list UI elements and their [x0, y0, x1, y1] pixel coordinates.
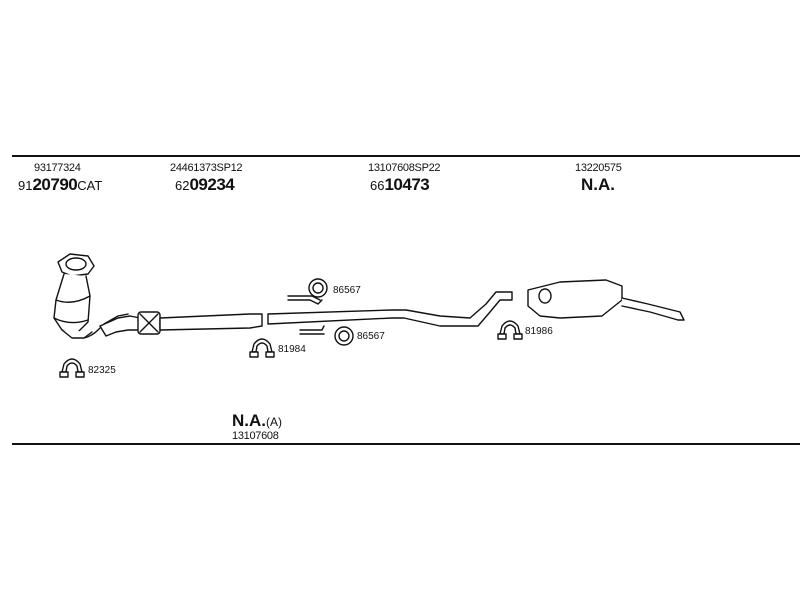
bottom-part-ref: 13107608 — [232, 430, 279, 442]
bottom-divider — [12, 443, 800, 445]
part-number-middle-pipe: 6610473 — [370, 175, 430, 194]
clamp-label-81986: 81986 — [525, 326, 553, 337]
clamp-82325-icon — [59, 358, 85, 378]
clamp-label-86567-upper: 86567 — [333, 285, 361, 296]
oe-ref-front-pipe: 24461373SP12 — [170, 162, 243, 174]
clamp-81984-icon — [249, 338, 275, 358]
oe-ref-catalyst: 93177324 — [34, 162, 81, 174]
rear-silencer-icon — [527, 279, 685, 321]
part-number-rear-silencer: N.A. — [581, 175, 615, 194]
bottom-part-na: N.A.(A) — [232, 411, 282, 430]
clamp-81986-icon — [497, 320, 523, 340]
part-number-catalyst: 9120790CAT — [18, 175, 103, 194]
clamp-label-86567-lower: 86567 — [357, 331, 385, 342]
clamp-label-81984: 81984 — [278, 344, 306, 355]
oe-ref-middle-pipe: 13107608SP22 — [368, 162, 441, 174]
middle-pipe-icon — [267, 291, 513, 335]
flex-pipe-icon — [99, 311, 263, 337]
ring-clamp-86567-upper-icon — [308, 278, 328, 298]
part-number-front-pipe: 6209234 — [175, 175, 235, 194]
ring-clamp-86567-lower-icon — [334, 326, 354, 346]
top-divider — [12, 155, 800, 157]
clamp-label-82325: 82325 — [88, 365, 116, 376]
oe-ref-rear-silencer: 13220575 — [575, 162, 622, 174]
